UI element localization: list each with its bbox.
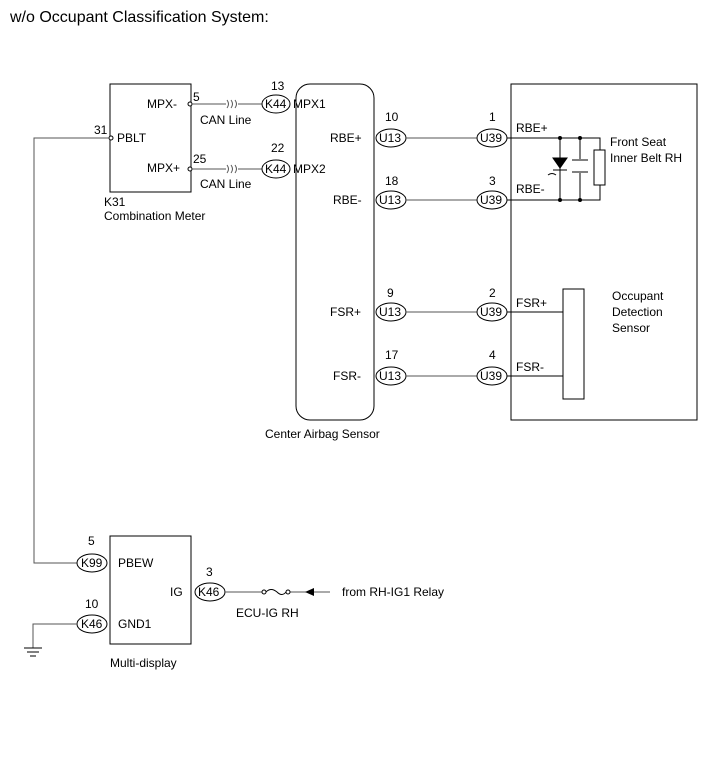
junction-dot: [558, 136, 562, 140]
pin-label-mpx2: MPX2: [293, 162, 326, 176]
connector-u39-rbe-minus-label: U39: [480, 193, 502, 207]
pin-num-mpx-plus: 25: [193, 152, 207, 166]
pin-label-rbe-minus-cas: RBE-: [333, 193, 362, 207]
belt-label-line1: Front Seat: [610, 135, 667, 149]
pin-label-rbe-minus-ods: RBE-: [516, 182, 545, 196]
pin-num-u39-rbe-plus: 1: [489, 110, 496, 124]
junction-dot: [558, 198, 562, 202]
can-twist-icon-2: [226, 164, 237, 174]
ground-icon: [24, 647, 42, 657]
connector-k44-mpx1-label: K44: [265, 97, 287, 111]
can-line-label-2: CAN Line: [200, 177, 252, 191]
wire-ground: [32, 623, 77, 648]
connector-u13-fsr-plus-label: U13: [379, 305, 401, 319]
wire-belt-minus: [507, 185, 601, 201]
connector-k44-mpx2-label: K44: [265, 162, 287, 176]
pin-label-rbe-plus-ods: RBE+: [516, 121, 548, 135]
pin-num-u39-fsr-plus: 2: [489, 286, 496, 300]
multi-display-name: Multi-display: [110, 656, 177, 670]
occupant-detection-sensor-icon: [562, 288, 585, 400]
ods-label-line1: Occupant: [612, 289, 664, 303]
ods-label-line2: Detection: [612, 305, 663, 319]
pin-num-u13-fsr-plus: 9: [387, 286, 394, 300]
pin-label-fsr-minus-ods: FSR-: [516, 360, 544, 374]
diode-icon: [552, 157, 568, 169]
pin-label-fsr-minus-cas: FSR-: [333, 369, 361, 383]
pin-num-u39-rbe-minus: 3: [489, 174, 496, 188]
connector-k46-ig-label: K46: [198, 585, 220, 599]
seat-assembly-box: [510, 83, 698, 421]
connector-u39-fsr-minus-label: U39: [480, 369, 502, 383]
connector-u13-rbe-minus-label: U13: [379, 193, 401, 207]
connector-u39-fsr-plus-label: U39: [480, 305, 502, 319]
connector-k46-gnd1-label: K46: [81, 617, 103, 631]
connector-k99-pbew: [76, 553, 108, 573]
pin-label-mpx-plus: MPX+: [147, 161, 180, 175]
pin-num-ig: 3: [206, 565, 213, 579]
center-airbag-sensor-box: [295, 83, 375, 421]
pin-label-rbe-plus-cas: RBE+: [330, 131, 362, 145]
can-line-label-1: CAN Line: [200, 113, 252, 127]
pin-label-pbew: PBEW: [118, 556, 154, 570]
pin-label-pblt: PBLT: [117, 131, 147, 145]
fuse-icon: [265, 589, 287, 595]
connector-k44-mpx1: [261, 94, 291, 114]
arrow-left-icon: [305, 588, 314, 596]
diode-arrow: [547, 173, 557, 176]
pin-num-mpx2: 22: [271, 141, 285, 155]
wire-belt-plus: [507, 137, 601, 150]
ods-label-line3: Sensor: [612, 321, 650, 335]
multi-display-box: [109, 535, 192, 645]
capacitor-icon: [572, 159, 588, 173]
pin-label-fsr-plus-ods: FSR+: [516, 296, 547, 310]
terminal-pblt: [108, 135, 114, 141]
fuse-terminal: [285, 589, 291, 595]
wire-pblt-pbew: [33, 137, 109, 564]
pin-label-mpx-minus: MPX-: [147, 97, 177, 111]
pin-num-mpx-minus: 5: [193, 90, 200, 104]
connector-u39-rbe-plus-label: U39: [480, 131, 502, 145]
connector-u13-rbe-plus-label: U13: [379, 131, 401, 145]
junction-dot: [578, 198, 582, 202]
terminal-mpx-minus: [187, 101, 193, 107]
connector-u13-fsr-minus-label: U13: [379, 369, 401, 383]
pin-num-u13-fsr-minus: 17: [385, 348, 399, 362]
pin-num-pblt: 31: [94, 123, 108, 137]
fuse-label: ECU-IG RH: [236, 606, 299, 620]
pin-label-fsr-plus-cas: FSR+: [330, 305, 361, 319]
can-twist-icon-1: [226, 99, 237, 109]
relay-label: from RH-IG1 Relay: [342, 585, 444, 599]
pin-label-gnd1: GND1: [118, 617, 152, 631]
pin-label-mpx1: MPX1: [293, 97, 326, 111]
pin-num-u13-rbe-plus: 10: [385, 110, 399, 124]
diagram-title: w/o Occupant Classification System:: [9, 9, 269, 26]
pin-label-ig: IG: [170, 585, 183, 599]
combination-meter-id: K31: [104, 195, 126, 209]
belt-resistor-icon: [593, 149, 606, 186]
junction-dot: [578, 136, 582, 140]
pin-num-pbew: 5: [88, 534, 95, 548]
pin-num-mpx1: 13: [271, 79, 285, 93]
combination-meter-name: Combination Meter: [104, 209, 205, 223]
pin-num-u13-rbe-minus: 18: [385, 174, 399, 188]
pin-num-gnd1: 10: [85, 597, 99, 611]
connector-k99-label: K99: [81, 556, 103, 570]
pin-num-u39-fsr-minus: 4: [489, 348, 496, 362]
terminal-mpx-plus: [187, 166, 193, 172]
connector-k44-mpx2: [261, 159, 291, 179]
center-airbag-sensor-name: Center Airbag Sensor: [265, 427, 380, 441]
belt-label-line2: Inner Belt RH: [610, 151, 682, 165]
fuse-terminal: [261, 589, 267, 595]
